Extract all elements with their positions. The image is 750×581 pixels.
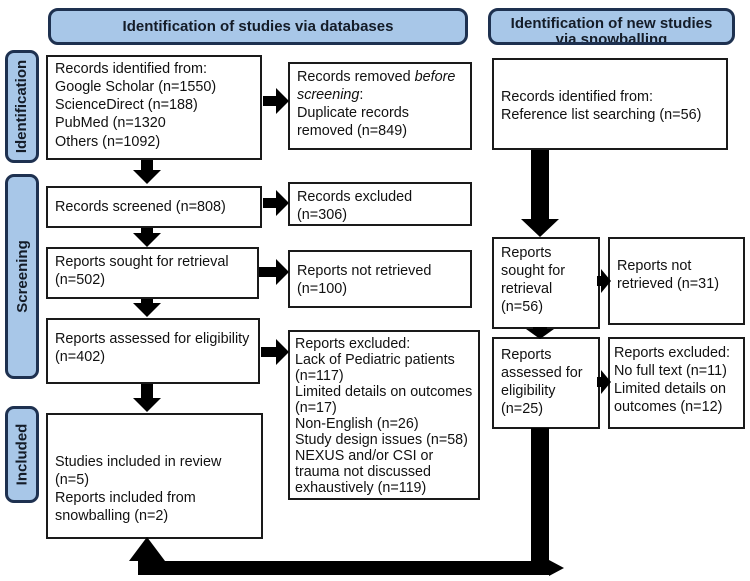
box-reports-assessed-databases: Reports assessed for eligibility (n=402) — [46, 318, 260, 384]
arrow-right-sought-to-notretrieved — [259, 259, 289, 285]
arrow-down-identified-to-screened — [133, 160, 161, 184]
text-line: Records excluded (n=306) — [297, 189, 413, 224]
stage-label-included: Included — [5, 406, 39, 503]
text-line: Reports assessed for eligibility (n=402) — [55, 331, 250, 366]
box-reports-excluded-databases: Reports excluded:Lack of Pediatric patie… — [288, 330, 480, 500]
text-line: No full text (n=11) — [614, 363, 727, 380]
box-records-identified-databases: Records identified from: Google Scholar (… — [46, 55, 262, 160]
text-line: Study design issues (n=58) — [295, 432, 468, 448]
stage-label-identification-text: Identification — [13, 59, 31, 154]
stage-label-included-text: Included — [13, 423, 31, 486]
box-reports-assessed-snowballing: Reports assessed for eligibility (n=25) — [492, 337, 600, 429]
text-line: PubMed (n=1320 — [55, 115, 166, 132]
text-line: Google Scholar (n=1550) — [55, 79, 217, 96]
stage-label-screening: Screening — [5, 174, 39, 379]
arrow-elbow-corner-tip — [549, 560, 564, 576]
header-snowballing: Identification of new studies via snowba… — [488, 8, 735, 45]
text-line: Reports sought for retrieval (n=56) — [501, 245, 565, 316]
box-records-screened: Records screened (n=808) — [46, 186, 262, 228]
arrow-down-screened-to-sought — [133, 228, 161, 247]
stage-label-identification: Identification — [5, 50, 39, 163]
header-snowballing-line2: via snowballing — [555, 31, 668, 45]
header-snowballing-line1: Identification of new studies — [510, 15, 713, 32]
box-records-identified-snowballing: Records identified from: Reference list s… — [492, 58, 728, 150]
text-line: Reports not retrieved (n=100) — [297, 263, 432, 298]
text-line: Limited details on outcomes (n=12) — [614, 381, 726, 416]
box-reports-not-retrieved-databases: Reports not retrieved (n=100) — [288, 250, 472, 308]
text-line: Reports sought for retrieval (n=502) — [55, 254, 229, 289]
arrow-down-snowball-identified-to-sought — [521, 150, 559, 237]
text-line: Reference list searching (n=56) — [501, 107, 702, 124]
text-line: NEXUS and/or CSI or trauma not discussed… — [295, 448, 434, 496]
records-removed-italic: before screening — [297, 69, 456, 104]
text-line: Records identified from: — [55, 61, 207, 77]
box-reports-not-retrieved-snowballing: Reports not retrieved (n=31) — [608, 237, 745, 325]
text-line: Limited details on outcomes (n=17) — [295, 384, 473, 416]
box-reports-sought-databases: Reports sought for retrieval (n=502) — [46, 247, 259, 299]
text-line: Reports excluded: — [295, 336, 411, 352]
text-line: Others (n=1092) — [55, 133, 161, 150]
box-records-removed: Records removed before screening: Duplic… — [288, 62, 472, 150]
arrow-down-assessed-to-included — [133, 384, 161, 412]
arrow-down-sought-to-assessed — [133, 299, 161, 317]
box-reports-excluded-snowballing: Reports excluded: No full text (n=11)Limi… — [608, 337, 745, 429]
arrow-right-assessed-to-excluded — [261, 339, 289, 365]
text-line: Studies included in review (n=5) — [55, 454, 222, 489]
text-line: Reports included from snowballing (n=2) — [55, 490, 196, 525]
box-records-excluded: Records excluded (n=306) — [288, 182, 472, 226]
header-databases: Identification of studies via databases — [48, 8, 468, 45]
box-studies-included: Studies included in review (n=5)Reports … — [46, 413, 263, 539]
text-line: Records identified from: — [501, 89, 653, 105]
text-line: ScienceDirect (n=188) — [55, 97, 198, 114]
text-line: Reports excluded: — [614, 345, 730, 361]
arrow-elbow-snowball-to-included-head — [129, 537, 165, 575]
stage-label-screening-text: Screening — [13, 240, 31, 313]
arrow-right-identified-to-removed — [263, 88, 289, 114]
text-line: Records screened (n=808) — [55, 199, 226, 215]
text-line: Lack of Pediatric patients (n=117) — [295, 352, 455, 384]
box-reports-sought-snowballing: Reports sought for retrieval (n=56) — [492, 237, 600, 329]
text-line: Non-English (n=26) — [295, 416, 419, 432]
arrow-right-screened-to-excluded — [263, 190, 289, 216]
text-line: Reports not retrieved (n=31) — [617, 258, 719, 293]
header-databases-label: Identification of studies via databases — [122, 17, 394, 35]
text-line: Reports assessed for eligibility (n=25) — [501, 347, 583, 418]
records-removed-text: Records removed before screening: — [297, 69, 456, 104]
records-removed-line2: Duplicate records removed (n=849) — [297, 105, 409, 140]
